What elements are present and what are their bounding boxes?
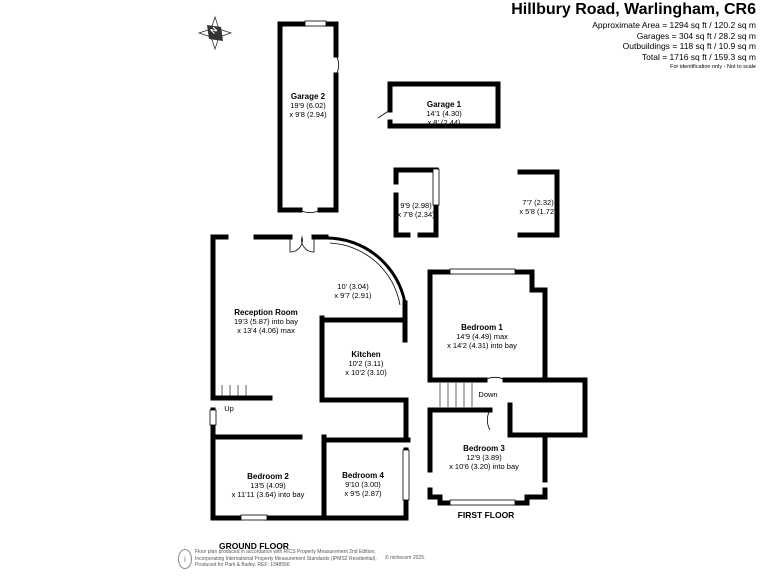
ground-floor-walls xyxy=(210,234,411,521)
stairs-up-label: Up xyxy=(224,404,234,413)
info-icon: i xyxy=(178,549,192,569)
outbuilding-2-label: 7'7 (2.32)x 5'8 (1.72) xyxy=(519,198,557,216)
door-swings xyxy=(289,54,506,431)
compass-icon xyxy=(197,15,233,51)
property-title: Hillbury Road, Warlingham, CR6 xyxy=(511,1,756,18)
first-floor-label: FIRST FLOOR xyxy=(457,510,515,520)
outbuilding-2-walls xyxy=(517,169,560,238)
area-line: Garages = 304 sq ft / 28.2 sq m xyxy=(636,30,756,41)
garage-1-walls xyxy=(387,81,501,129)
area-line: Outbuildings = 118 sq ft / 10.9 sq m xyxy=(622,41,756,51)
conservatory-arc xyxy=(325,236,407,304)
outbuilding-1-label: 9'9 (2.98)x 7'8 (2.34) xyxy=(397,201,435,219)
footer-text: Floor plan produced in accordance with R… xyxy=(195,549,377,569)
first-floor-walls xyxy=(427,269,588,506)
conservatory-label: 10' (3.04)x 9'7 (2.91) xyxy=(334,282,372,300)
footer-line: Floor plan produced in accordance with R… xyxy=(195,549,376,555)
footer-line: Produced for Park & Bailey. REF: 1348556 xyxy=(195,562,290,568)
area-summary: Approximate Area = 1294 sq ft / 120.2 sq… xyxy=(592,20,756,73)
stairs-down-label: Down xyxy=(478,390,498,399)
footer-line: Incorporating International Property Mea… xyxy=(195,555,377,562)
windows xyxy=(209,20,516,521)
stairs xyxy=(221,383,473,407)
scale-note: For identification only - Not to scale xyxy=(670,64,756,70)
area-line: Approximate Area = 1294 sq ft / 120.2 sq… xyxy=(592,20,756,30)
area-line: Total = 1716 sq ft / 159.3 sq m xyxy=(641,51,756,62)
ground-floor-label: GROUND FLOOR xyxy=(219,541,289,551)
copyright: © nichecom 2025. xyxy=(385,555,426,561)
garage-2-walls xyxy=(277,21,339,213)
